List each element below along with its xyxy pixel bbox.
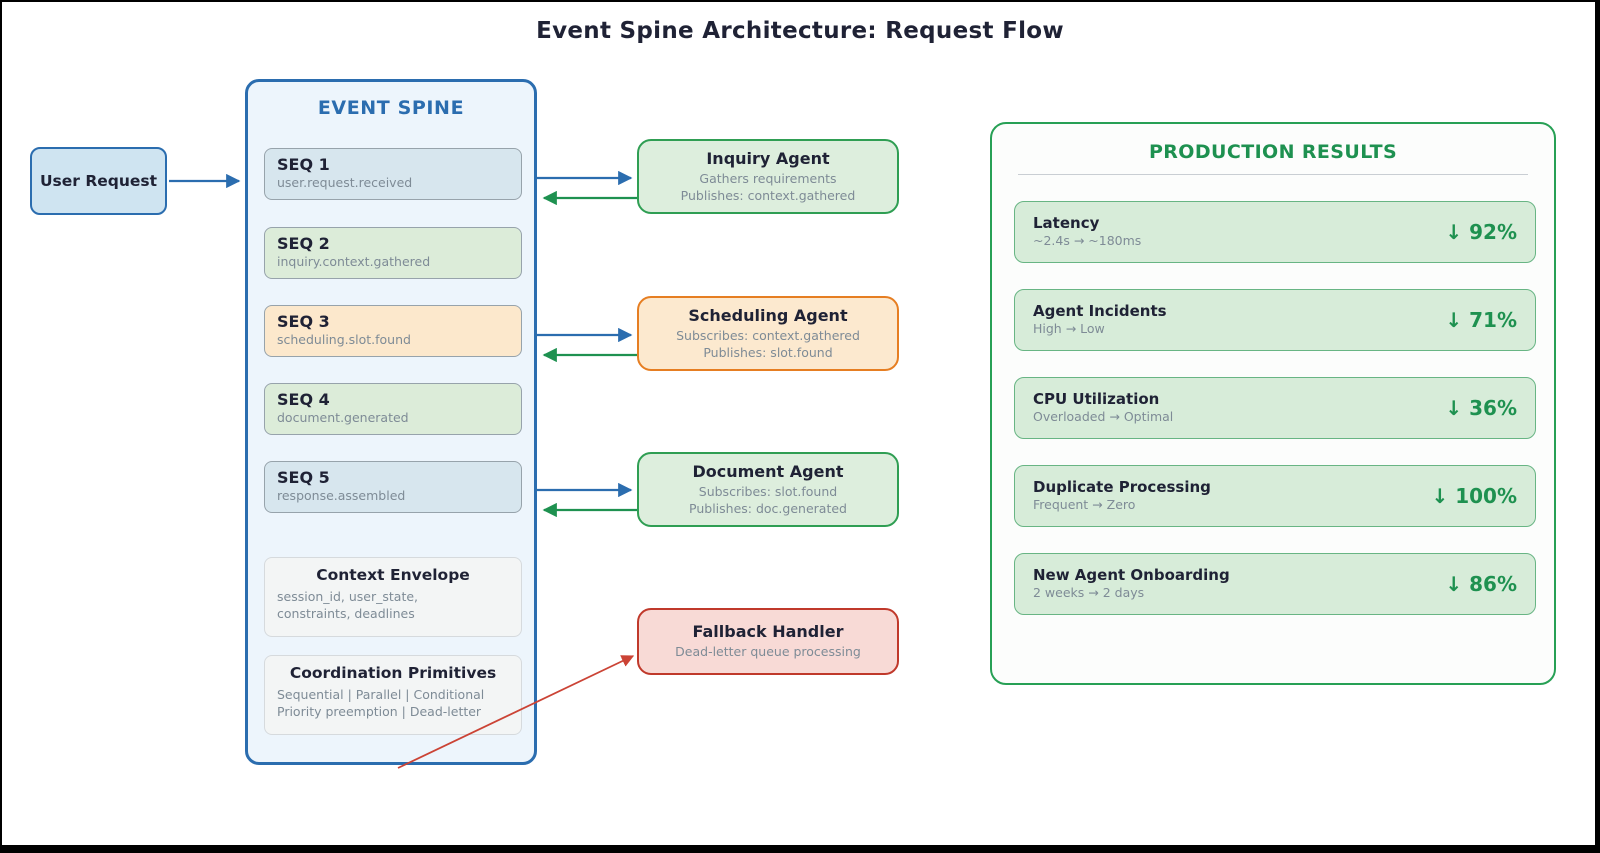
metric-name: New Agent Onboarding (1033, 565, 1230, 584)
seq-3-label: SEQ 3 (277, 312, 330, 331)
fallback-handler-title: Fallback Handler (692, 622, 844, 642)
seq-2-label: SEQ 2 (277, 234, 330, 253)
user-request-label: User Request (39, 172, 158, 190)
context-envelope-node: Context Envelope session_id, user_state,… (264, 557, 522, 637)
seq-1-node: SEQ 1 user.request.received (264, 148, 522, 200)
coordination-primitives-node: Coordination Primitives Sequential | Par… (264, 655, 522, 735)
metric-name: Duplicate Processing (1033, 477, 1211, 496)
coordination-primitives-title: Coordination Primitives (289, 664, 497, 682)
seq-3-event: scheduling.slot.found (277, 332, 411, 347)
metric-card-latency: Latency ~2.4s → ~180ms ↓ 92% (1014, 201, 1536, 263)
metric-card-cpu-utilization: CPU Utilization Overloaded → Optimal ↓ 3… (1014, 377, 1536, 439)
document-agent-node: Document Agent Subscribes: slot.found Pu… (637, 452, 899, 527)
production-results-title: PRODUCTION RESULTS (1148, 141, 1398, 163)
results-divider (1018, 174, 1528, 175)
inquiry-agent-node: Inquiry Agent Gathers requirements Publi… (637, 139, 899, 214)
scheduling-agent-line-2: Publishes: slot.found (703, 344, 833, 360)
event-spine-title: EVENT SPINE (317, 97, 465, 119)
metric-change: High → Low (1033, 321, 1105, 337)
scheduling-agent-line-1: Subscribes: context.gathered (676, 328, 860, 343)
coordination-primitives-line-2: Priority preemption | Dead-letter (277, 703, 482, 719)
document-agent-line-1: Subscribes: slot.found (698, 484, 838, 499)
coordination-primitives-line-1: Sequential | Parallel | Conditional (277, 687, 485, 702)
metric-delta: ↓ 92% (1445, 220, 1517, 244)
fallback-handler-node: Fallback Handler Dead-letter queue proce… (637, 608, 899, 675)
metric-delta: ↓ 71% (1445, 308, 1517, 332)
metric-delta: ↓ 86% (1445, 572, 1517, 596)
seq-1-event: user.request.received (277, 175, 413, 190)
context-envelope-title: Context Envelope (316, 566, 470, 584)
seq-2-event: inquiry.context.gathered (277, 254, 431, 269)
scheduling-agent-node: Scheduling Agent Subscribes: context.gat… (637, 296, 899, 371)
metric-card-agent-incidents: Agent Incidents High → Low ↓ 71% (1014, 289, 1536, 351)
event-spine-container: EVENT SPINE SEQ 1 user.request.received … (245, 79, 537, 765)
seq-1-label: SEQ 1 (277, 155, 330, 174)
metric-change: ~2.4s → ~180ms (1033, 233, 1142, 249)
metric-name: CPU Utilization (1033, 389, 1160, 408)
metric-card-new-agent-onboarding: New Agent Onboarding 2 weeks → 2 days ↓ … (1014, 553, 1536, 615)
metric-delta: ↓ 36% (1445, 396, 1517, 420)
metric-card-duplicate-processing: Duplicate Processing Frequent → Zero ↓ 1… (1014, 465, 1536, 527)
context-envelope-line-2: constraints, deadlines (277, 605, 415, 621)
production-results-panel: PRODUCTION RESULTS Latency ~2.4s → ~180m… (990, 122, 1556, 685)
fallback-handler-line-1: Dead-letter queue processing (675, 644, 861, 660)
seq-5-event: response.assembled (277, 488, 406, 503)
document-agent-title: Document Agent (692, 462, 844, 481)
inquiry-agent-title: Inquiry Agent (706, 149, 830, 168)
user-request-node: User Request (30, 147, 167, 215)
seq-4-event: document.generated (277, 410, 409, 425)
seq-4-node: SEQ 4 document.generated (264, 383, 522, 435)
inquiry-agent-line-1: Gathers requirements (699, 171, 837, 186)
inquiry-agent-line-2: Publishes: context.gathered (680, 187, 856, 203)
metric-change: Frequent → Zero (1033, 497, 1136, 513)
document-agent-line-2: Publishes: doc.generated (689, 500, 847, 516)
context-envelope-line-1: session_id, user_state, (277, 589, 419, 604)
page-title: Event Spine Architecture: Request Flow (536, 18, 1064, 44)
metric-change: Overloaded → Optimal (1033, 409, 1174, 425)
seq-5-label: SEQ 5 (277, 468, 330, 487)
metric-delta: ↓ 100% (1431, 484, 1517, 508)
metric-name: Agent Incidents (1033, 301, 1167, 320)
seq-5-node: SEQ 5 response.assembled (264, 461, 522, 513)
seq-3-node: SEQ 3 scheduling.slot.found (264, 305, 522, 357)
seq-4-label: SEQ 4 (277, 390, 330, 409)
scheduling-agent-title: Scheduling Agent (688, 306, 848, 325)
seq-2-node: SEQ 2 inquiry.context.gathered (264, 227, 522, 279)
metric-change: 2 weeks → 2 days (1033, 585, 1145, 601)
metric-name: Latency (1033, 213, 1100, 232)
